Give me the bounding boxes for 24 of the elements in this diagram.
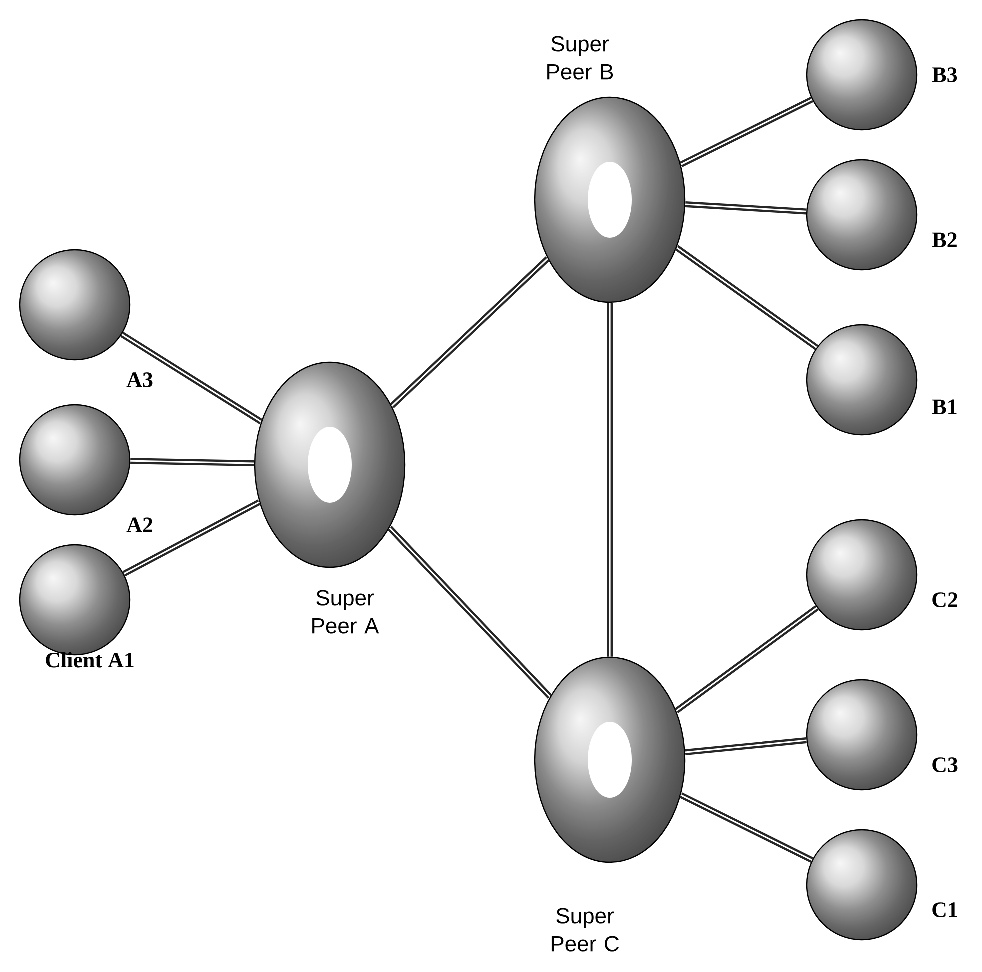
node-label: C1	[932, 902, 958, 918]
node-label: Super Peer B	[548, 36, 614, 80]
connector-line	[680, 97, 814, 168]
node-label: A2	[126, 518, 152, 532]
node-label: B2	[932, 232, 957, 248]
node-label: Client A1	[46, 652, 134, 668]
connector-line	[120, 332, 263, 424]
connector-line	[675, 245, 819, 350]
connector-line	[130, 458, 254, 467]
connector-line	[122, 500, 261, 577]
node-label: A3	[126, 372, 153, 388]
connector-line	[390, 256, 550, 408]
connector-line	[685, 738, 807, 756]
node-label: Super Peer C	[552, 908, 619, 952]
node-label: B3	[932, 68, 958, 82]
connector-line	[685, 202, 807, 215]
connector-line	[388, 526, 552, 700]
connector-line	[674, 606, 819, 714]
connector-line	[607, 303, 613, 657]
node-label: C3	[932, 758, 958, 772]
node-label: Super Peer A	[312, 590, 380, 634]
node-label: B1	[932, 400, 957, 414]
node-label: C2	[932, 592, 958, 608]
connector-line	[680, 792, 814, 863]
